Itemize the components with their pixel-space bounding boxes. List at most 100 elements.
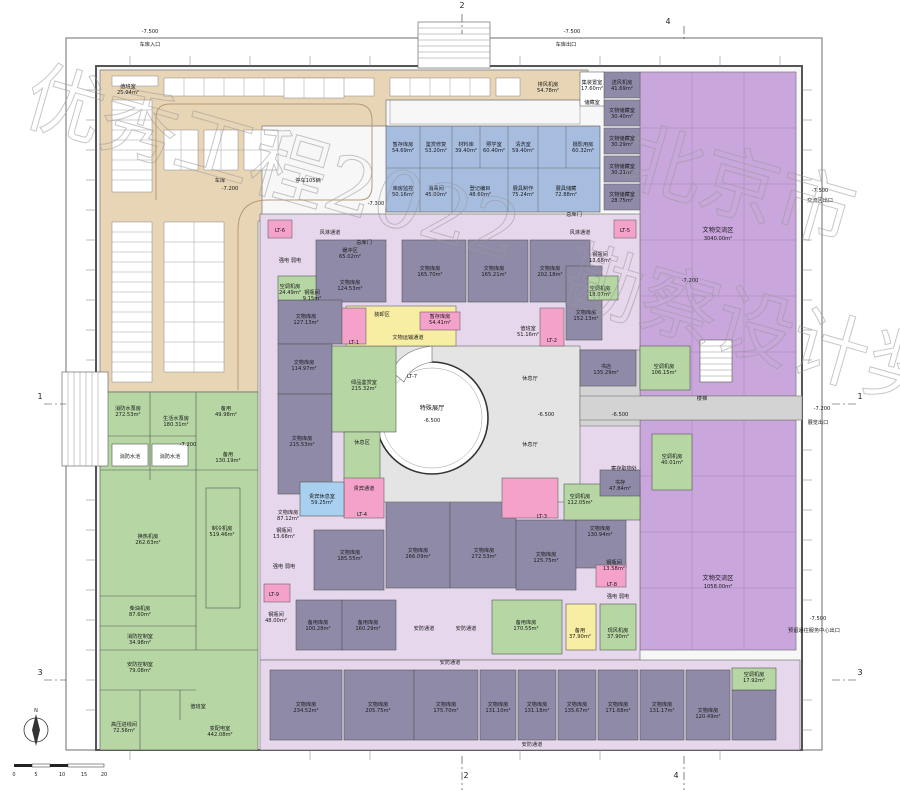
label-exhaust: 排风机房 [538,80,559,88]
fire-pool-tank [111,443,149,467]
label-store-left-4-area: 215.53m² [289,442,314,448]
label-store-b: 文物储藏室 [609,134,635,142]
label-display-storage: 展具储藏 [556,184,578,192]
label-store-b6: 文物库房 [567,700,588,708]
lift-cores [263,219,637,603]
label-register-area: 48.60m² [469,192,491,198]
label-elev-park: -7.200 [222,186,239,192]
label-strong-weak-3: 强电 弱电 [607,592,629,600]
label-parking-exit: 车库出口 [556,40,577,48]
axis-label-1-left: 1 [37,392,42,401]
label-elev-left-pump: -7.200 [180,442,197,448]
label-store-center-1-area: 185.55m² [337,556,362,562]
label-store-center-5-area: 130.94m² [587,532,612,538]
label-steel-left-2-area: 13.68m² [273,534,295,540]
label-spare-2: 备用库房 [358,618,379,626]
label-vip-rest: 贵宾休息室 [309,492,335,500]
label-blood: 消毒间 [428,184,444,192]
label-aircon-b: 空调机房 [744,670,765,678]
label-supply: 集装置室 [582,78,603,86]
label-exhibit-make: 展具制作 [513,184,534,192]
label-security-corridor: 安防通道 [414,624,435,632]
west-ramp [61,371,109,467]
service-zone-blue [385,125,601,213]
label-library-monitor: 库房监控 [393,184,414,192]
label-store-c: 文物储藏室 [609,162,635,170]
vip-rest-room [299,481,345,517]
north-stair-treads [418,27,490,59]
label-strong-weak-1: 强电 弱电 [279,256,301,264]
label-repair: 鉴赏修复 [426,140,447,148]
label-store-b-area: 30.29m² [611,142,633,148]
label-steel-left-area: 9.15m² [303,296,322,302]
label-store-b7: 文物库房 [608,700,629,708]
label-store-b2: 文物库房 [368,700,389,708]
parking-stall-lines [112,78,471,373]
spiral-ramp [391,345,433,383]
label-wind-1: 风淋通道 [320,228,341,236]
perimeter-columns [86,56,812,760]
label-storage-small: 储藏室 [584,98,600,106]
north-label: N [34,708,38,714]
label-store-left-1: 文物库房 [340,278,361,286]
north-arrow: N [23,708,49,746]
label-aircon-east: 空调机房 [662,452,683,460]
axis-bubbles: 2 4 1 1 3 3 2 4 [37,1,862,780]
label-material-area: 39.40m² [455,148,477,154]
label-duty-2: 值班室 [520,324,536,332]
label-spare-pump-1: 备用 [221,404,231,412]
label-green-antique-area: 215.32m² [351,386,376,392]
label-store-center-5: 文物库房 [590,524,611,532]
label-security-corridor-3: 安防通道 [440,658,461,666]
label-exhaust-area: 54.78m² [537,88,559,94]
label-aircon-mid-area: 112.05m² [567,500,592,506]
label-shop-area: 135.29m² [593,370,618,376]
label-generator-area: 87.60m² [129,612,151,618]
label-elev-mid-2: -6.500 [612,412,629,418]
label-parking-count: 停车105辆 [295,176,320,184]
label-store-left-5: 文物库房 [278,508,299,516]
label-register: 登记编目 [470,184,491,192]
label-store-b3: 文物库房 [436,700,457,708]
label-library-monitor-area: 50.16m² [392,192,414,198]
label-substation-area: 442.08m² [207,732,232,738]
scale-bar: 0 5 10 15 20 [12,763,107,778]
label-steel-low-left-area: 48.00m² [265,618,287,624]
label-spare-1: 备用库房 [308,618,329,626]
east-stair [699,339,733,383]
label-store-b9: 文物库房 [698,706,719,714]
label-store-b1-area: 234.52m² [293,708,318,714]
label-stairs: 楼梯 [697,394,707,402]
north-stair [417,21,491,69]
label-lt7: LT-7 [407,374,417,380]
plant-walls [100,392,258,750]
spare-yellow [565,603,597,651]
label-store-a-area: 30.40m² [611,114,633,120]
label-security-control: 安防控制室 [127,660,153,668]
label-hv-line: 高压进线间 [111,720,137,728]
label-security-corridor-2: 安防通道 [456,624,477,632]
exit-corridor [579,395,803,421]
label-aircon-mid: 空调机房 [570,492,591,500]
label-general-gate: 总库门 [356,238,372,246]
label-store-main-4: 文物库房 [576,308,597,316]
label-strong-weak-2: 强电 弱电 [273,562,295,570]
label-special-hall: 特殊展厅 [420,404,445,412]
label-elev-top-2: -7.500 [564,29,581,35]
label-buffer-area: 65.02m² [339,254,361,260]
label-store-b9-area: 120.49m² [695,714,720,720]
label-duty-2-area: 51.16m² [517,332,539,338]
label-spare-5-area: 37.90m² [607,634,629,640]
label-generator: 柴油机房 [130,604,151,612]
label-store-left-3: 文物库房 [294,358,315,366]
label-fire-pump: 消防水泵房 [115,404,141,412]
axis-label-3-left: 3 [37,668,42,677]
label-exchange-top: 文物交流区 [703,226,734,234]
label-rest-area: 休息区 [354,438,370,446]
label-spare-pump-1-area: 49.98m² [215,412,237,418]
label-store-left-2: 文物库房 [296,312,317,320]
fire-pool-tank-2 [151,443,189,467]
store-rooms [269,239,777,741]
label-fire-pool-2: 消防水池 [160,452,181,460]
